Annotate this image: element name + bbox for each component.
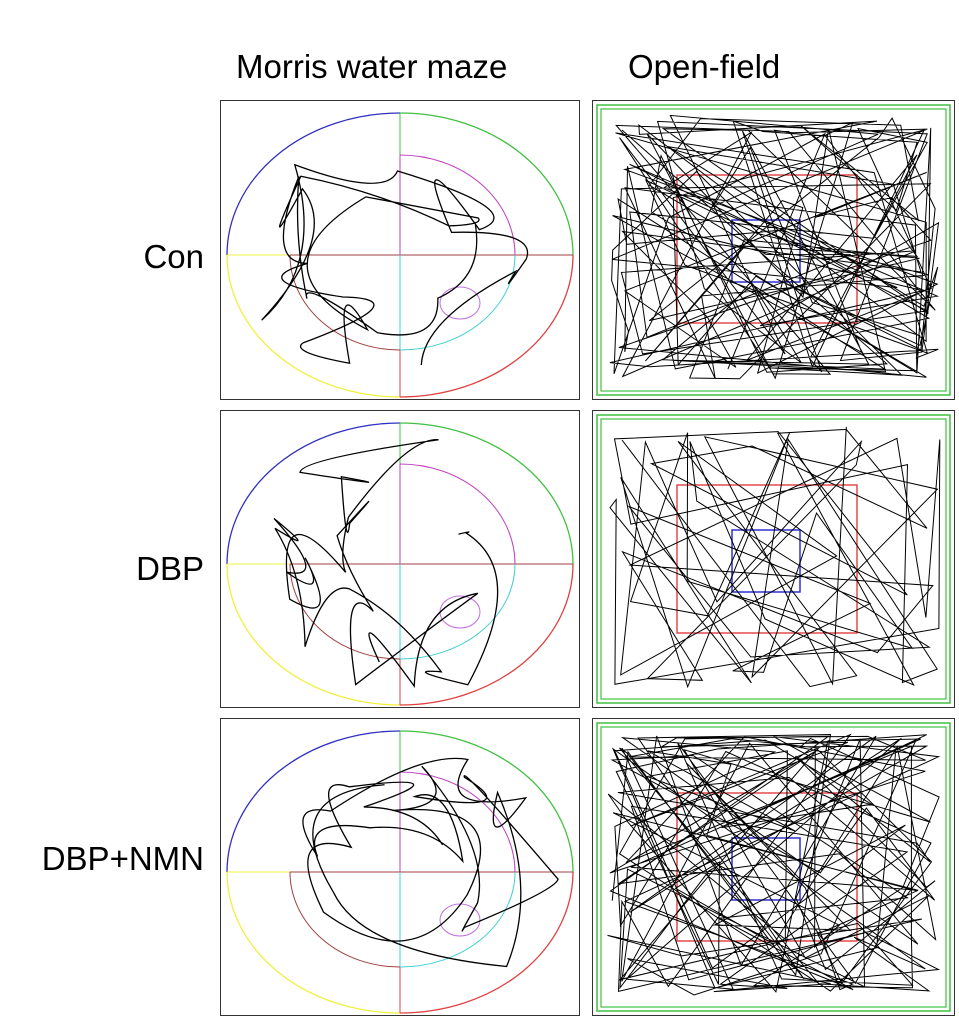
- quadrant-nw-arc: [226, 112, 401, 256]
- panel-border: [220, 718, 580, 1016]
- arena-outer-border: [596, 722, 951, 1012]
- panel-border: [592, 410, 955, 708]
- panel-border: [592, 718, 955, 1016]
- mwm-panel-con: [220, 100, 580, 400]
- quadrant-nw-arc: [226, 422, 401, 565]
- inner-arc-top: [399, 154, 516, 256]
- arena-outer-border: [596, 414, 951, 704]
- quadrant-ne-arc: [399, 422, 574, 565]
- quadrant-sw-arc: [226, 254, 401, 398]
- open-field-panel-dbp: [592, 410, 955, 708]
- locomotion-track: [609, 114, 940, 380]
- platform-circle: [439, 286, 481, 320]
- row-label-dbp: DBP: [136, 550, 204, 587]
- quadrant-nw-arc: [226, 730, 401, 873]
- swim-track: [273, 439, 499, 689]
- locomotion-track: [607, 733, 941, 996]
- row-label-con: Con: [143, 238, 204, 275]
- quadrant-ne-arc: [399, 730, 574, 873]
- row-label-dbp-nmn: DBP+NMN: [41, 840, 204, 877]
- arena-outer-border: [596, 104, 951, 396]
- inner-arc-bottom: [289, 254, 401, 351]
- inner-arc-right: [399, 563, 516, 660]
- open-field-panel-dbp-nmn: [592, 718, 955, 1016]
- quadrant-sw-arc: [226, 871, 401, 1014]
- arena-inner-border: [600, 108, 947, 392]
- column-header-open-field: Open-field: [628, 48, 781, 85]
- arena-inner-border: [600, 418, 947, 700]
- inner-arc-bottom: [289, 871, 401, 968]
- panel-border: [220, 100, 580, 400]
- quadrant-se-arc: [399, 563, 574, 706]
- quadrant-ne-arc: [399, 112, 574, 256]
- inner-arc-top: [399, 463, 516, 565]
- mwm-panel-dbp: [220, 410, 580, 708]
- quadrant-se-arc: [399, 254, 574, 398]
- center-zone: [676, 484, 858, 634]
- inner-arc-right: [399, 254, 516, 351]
- column-header-morris-water-maze: Morris water maze: [236, 48, 508, 85]
- open-field-panel-con: [592, 100, 955, 400]
- quadrant-se-arc: [399, 871, 574, 1014]
- quadrant-sw-arc: [226, 563, 401, 706]
- inner-arc-right: [399, 871, 516, 968]
- platform-circle: [439, 595, 481, 629]
- swim-track: [302, 757, 559, 968]
- panel-border: [592, 100, 955, 400]
- locomotion-track: [609, 426, 941, 689]
- mwm-panel-dbp-nmn: [220, 718, 580, 1016]
- panel-border: [220, 410, 580, 708]
- arena-inner-border: [600, 726, 947, 1008]
- swim-track: [261, 163, 529, 366]
